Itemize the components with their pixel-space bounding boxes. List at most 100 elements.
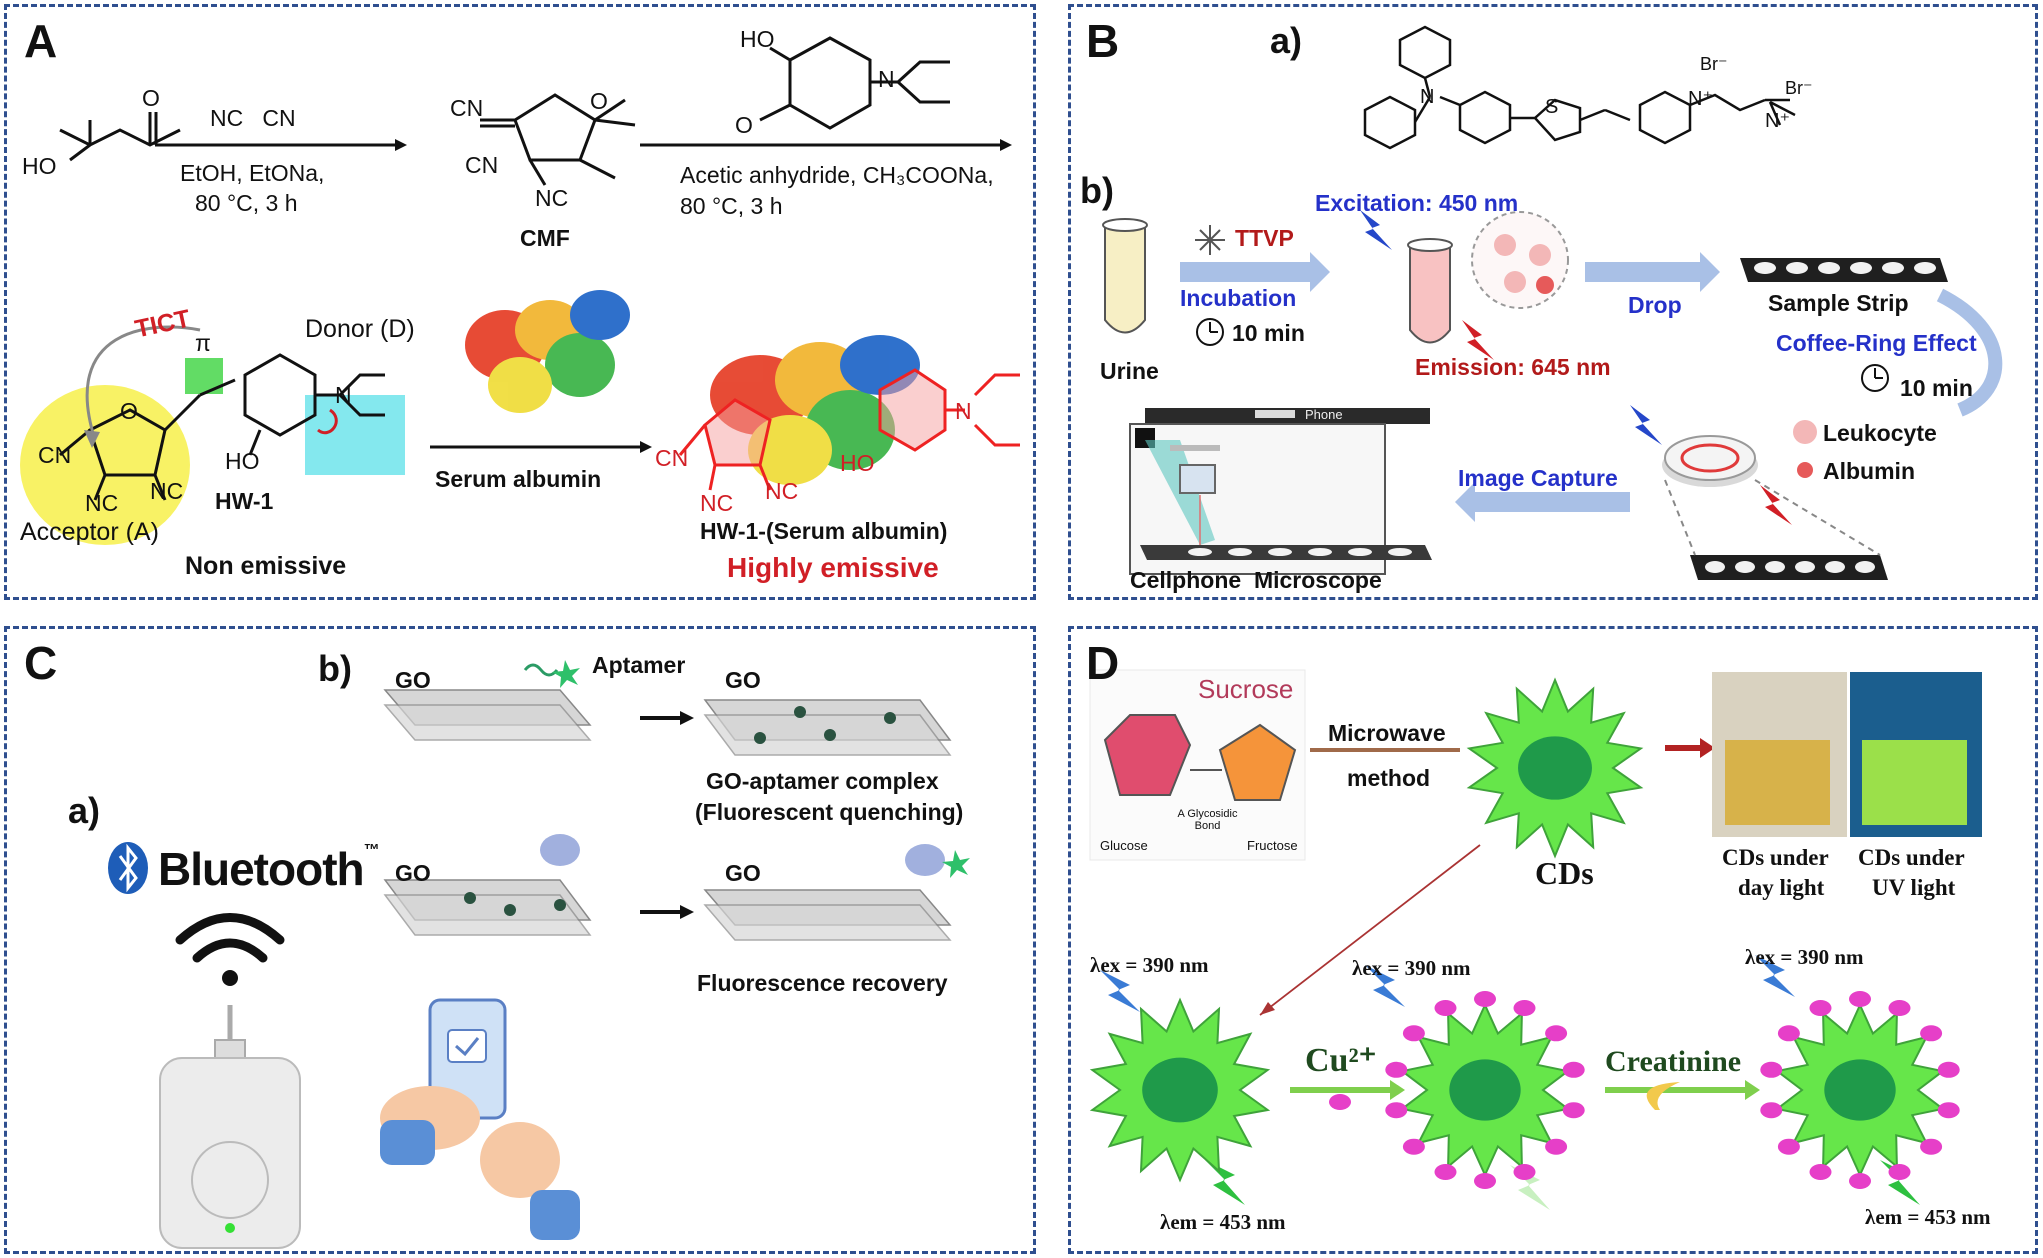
panel-c-sub-a: a) bbox=[68, 790, 101, 831]
malononitrile-label: NC CN bbox=[210, 105, 296, 131]
copper-ion-dot bbox=[1385, 1102, 1408, 1119]
cmf-o-label: O bbox=[590, 88, 608, 114]
hw1-name: HW-1 bbox=[215, 488, 274, 514]
ttvp-s-label: S bbox=[1545, 96, 1559, 118]
copper-ion-dot bbox=[1402, 1138, 1425, 1155]
cmf-cn2-label: CN bbox=[465, 152, 499, 178]
excitation-label-1: λex = 390 nm bbox=[1090, 953, 1209, 977]
copper-ion-dot bbox=[1474, 1173, 1496, 1189]
sm-ho-label: HO bbox=[22, 153, 57, 179]
coffee-ring-label: Coffee-Ring Effect bbox=[1776, 330, 1977, 356]
hw-n-label: N bbox=[335, 382, 352, 408]
copper-ion-dot bbox=[1474, 991, 1496, 1007]
condition-1a: EtOH, EtONa, bbox=[180, 160, 325, 186]
ttvp-br2: Br⁻ bbox=[1785, 78, 1813, 98]
ttvp-n-label: N bbox=[1420, 86, 1435, 108]
bluetooth-tm: ™ bbox=[363, 842, 380, 859]
panel-b bbox=[1068, 4, 2038, 600]
panel-d-letter: D bbox=[1086, 637, 1120, 689]
coffee-time: 10 min bbox=[1900, 375, 1973, 401]
prod-nc1-label: NC bbox=[700, 490, 734, 516]
panel-b-sub-b: b) bbox=[1080, 170, 1114, 211]
drop-label: Drop bbox=[1628, 292, 1682, 318]
excitation-label-2: λex = 390 nm bbox=[1352, 956, 1471, 980]
copper-ion-dot bbox=[1777, 1025, 1800, 1042]
ttvp-n-plus1: N⁺ bbox=[1688, 88, 1713, 110]
cds-label: CDs bbox=[1535, 855, 1594, 891]
copper-ion-dot bbox=[1849, 991, 1871, 1007]
condition-2a: Acetic anhydride, CH₃COONa, bbox=[680, 162, 994, 188]
creatinine-label: Creatinine bbox=[1605, 1045, 1742, 1078]
go-label-3: GO bbox=[395, 860, 431, 886]
copper-ion-dot bbox=[1385, 1061, 1408, 1078]
aldehyde-n-label: N bbox=[878, 66, 895, 92]
glucose-label: Glucose bbox=[1100, 838, 1148, 853]
panel-d bbox=[1068, 626, 2038, 1254]
copper-ion-dot bbox=[1545, 1138, 1568, 1155]
copper-ion-dot bbox=[1545, 1025, 1568, 1042]
emission-label-1: λem = 453 nm bbox=[1160, 1210, 1286, 1234]
sucrose-label: Sucrose bbox=[1198, 674, 1294, 704]
cmf-nc-label: NC bbox=[535, 185, 569, 211]
cd-star-creatinine bbox=[1760, 991, 1960, 1189]
go-label-4: GO bbox=[725, 860, 761, 886]
fructose-label: Fructose bbox=[1247, 838, 1298, 853]
copper-ion-dot bbox=[1849, 1173, 1871, 1189]
copper-ion-dot bbox=[1562, 1102, 1585, 1119]
prod-ho-label: HO bbox=[840, 450, 875, 476]
bluetooth-label: Bluetooth™ bbox=[158, 842, 380, 896]
cds-daylight-label-2: day light bbox=[1738, 875, 1825, 900]
copper-label: Cu²⁺ bbox=[1305, 1042, 1377, 1079]
emission-label: Emission: 645 nm bbox=[1415, 354, 1611, 380]
copper-ion-dot bbox=[1434, 1164, 1457, 1180]
prod-n-label: N bbox=[955, 398, 972, 424]
microwave-label: Microwave bbox=[1328, 720, 1446, 746]
acceptor-label: Acceptor (A) bbox=[20, 518, 159, 546]
aptamer-label: Aptamer bbox=[592, 652, 686, 678]
copper-ion-dot bbox=[1777, 1138, 1800, 1155]
cds-uv-label-2: UV light bbox=[1872, 875, 1956, 900]
donor-label: Donor (D) bbox=[305, 315, 415, 343]
ttvp-n-plus2: N⁺ bbox=[1765, 110, 1790, 132]
non-emissive-label: Non emissive bbox=[185, 552, 347, 580]
hw-nc-label: NC bbox=[85, 490, 119, 516]
copper-ion-dot bbox=[1920, 1138, 1943, 1155]
leukocyte-label: Leukocyte bbox=[1823, 420, 1937, 446]
aldehyde-ho-label: HO bbox=[740, 26, 775, 52]
bluetooth-text: Bluetooth bbox=[158, 843, 365, 895]
complex-label-2: (Fluorescent quenching) bbox=[695, 799, 964, 825]
cellphone-microscope-label: Cellphone Microscope bbox=[1130, 567, 1382, 593]
highly-emissive-label: Highly emissive bbox=[727, 552, 939, 583]
copper-ion-dot bbox=[1937, 1102, 1960, 1119]
image-capture-label: Image Capture bbox=[1458, 465, 1618, 491]
ttvp-br1: Br⁻ bbox=[1700, 54, 1728, 74]
panel-b-sub-a: a) bbox=[1270, 20, 1303, 61]
cd-star-copper bbox=[1385, 991, 1585, 1189]
excitation-label: Excitation: 450 nm bbox=[1315, 190, 1519, 216]
copper-ion-dot bbox=[1920, 1025, 1943, 1042]
copper-ion-dot bbox=[1809, 1164, 1832, 1180]
copper-ion-dot bbox=[1760, 1102, 1783, 1119]
incubation-label: Incubation bbox=[1180, 285, 1297, 311]
emission-label-2: λem = 453 nm bbox=[1865, 1205, 1991, 1229]
copper-ion-dot bbox=[1760, 1061, 1783, 1078]
condition-1b: 80 °C, 3 h bbox=[195, 190, 298, 216]
copper-ion-dot bbox=[1402, 1025, 1425, 1042]
go-label-1: GO bbox=[395, 667, 431, 693]
excitation-label-3: λex = 390 nm bbox=[1745, 945, 1864, 969]
incubation-time: 10 min bbox=[1232, 320, 1305, 346]
hw-ho-label: HO bbox=[225, 448, 260, 474]
copper-ion-dot bbox=[1888, 1000, 1911, 1016]
phone-label: Phone bbox=[1305, 407, 1343, 422]
cds-uv-label-1: CDs under bbox=[1858, 845, 1965, 870]
hw-nc2-label: NC bbox=[150, 478, 184, 504]
copper-ion-dot bbox=[1434, 1000, 1457, 1016]
cmf-name: CMF bbox=[520, 225, 570, 251]
copper-ion-dot bbox=[1562, 1061, 1585, 1078]
pi-label: π bbox=[195, 330, 211, 356]
urine-label: Urine bbox=[1100, 358, 1159, 384]
